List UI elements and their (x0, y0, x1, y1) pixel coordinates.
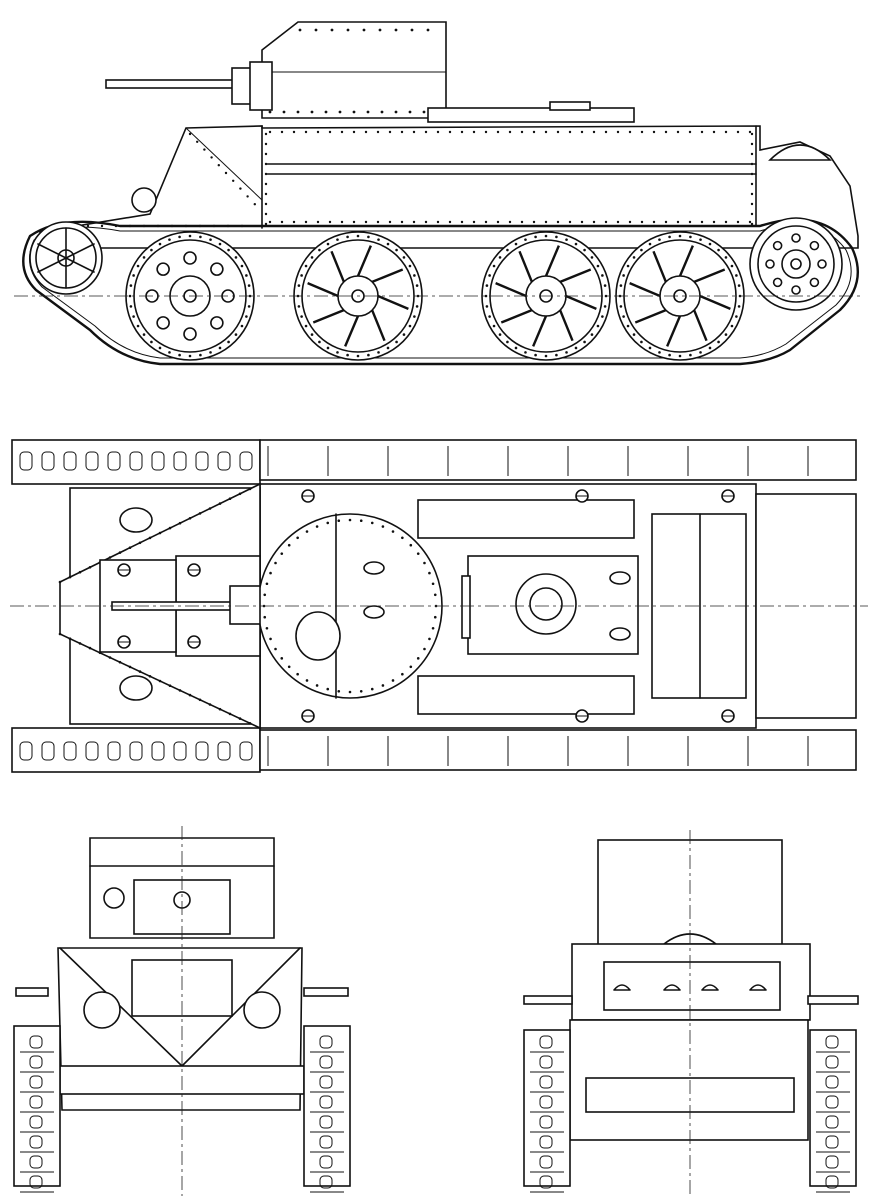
left-track-front (13, 1025, 61, 1187)
right-track-top (11, 727, 261, 773)
left-fender-front (15, 987, 49, 997)
left-headlight-front (83, 991, 121, 1029)
deck-handle (461, 575, 471, 639)
track-run-side (22, 218, 859, 366)
turret-rivets (268, 28, 440, 114)
right-fender-top (259, 729, 857, 771)
road-wheel (615, 231, 745, 361)
left-headlight-top (119, 507, 153, 533)
left-track-top (11, 439, 261, 485)
turret-side (261, 21, 447, 119)
front-view (13, 826, 351, 1196)
right-fender-front (303, 987, 349, 997)
hull-rivets (58, 130, 754, 228)
exhaust-cover (768, 144, 832, 161)
right-fender-rear (807, 995, 859, 1005)
hull-side (39, 125, 859, 249)
drive-sprocket (749, 217, 843, 311)
gun-mantlet-top (229, 585, 261, 625)
vision-port-front (103, 887, 125, 909)
right-track-front (303, 1025, 351, 1187)
right-headlight-front (243, 991, 281, 1029)
left-fender-rear (523, 995, 573, 1005)
rear-view (523, 830, 859, 1196)
left-fender-top (259, 439, 857, 481)
engine-louver-front (417, 499, 635, 539)
deck-vent (549, 101, 591, 111)
turret-hatch (295, 611, 341, 661)
right-headlight-top (119, 675, 153, 701)
engine-louver-rear (417, 675, 635, 715)
headlight-side (131, 187, 157, 213)
engine-deck-hatch (427, 107, 635, 123)
idler-wheel (29, 221, 103, 295)
main-gun (105, 61, 273, 111)
top-view (10, 439, 868, 773)
side-view (14, 21, 864, 366)
rear-louver-panel (603, 961, 781, 1011)
engine-access-port (515, 573, 577, 635)
